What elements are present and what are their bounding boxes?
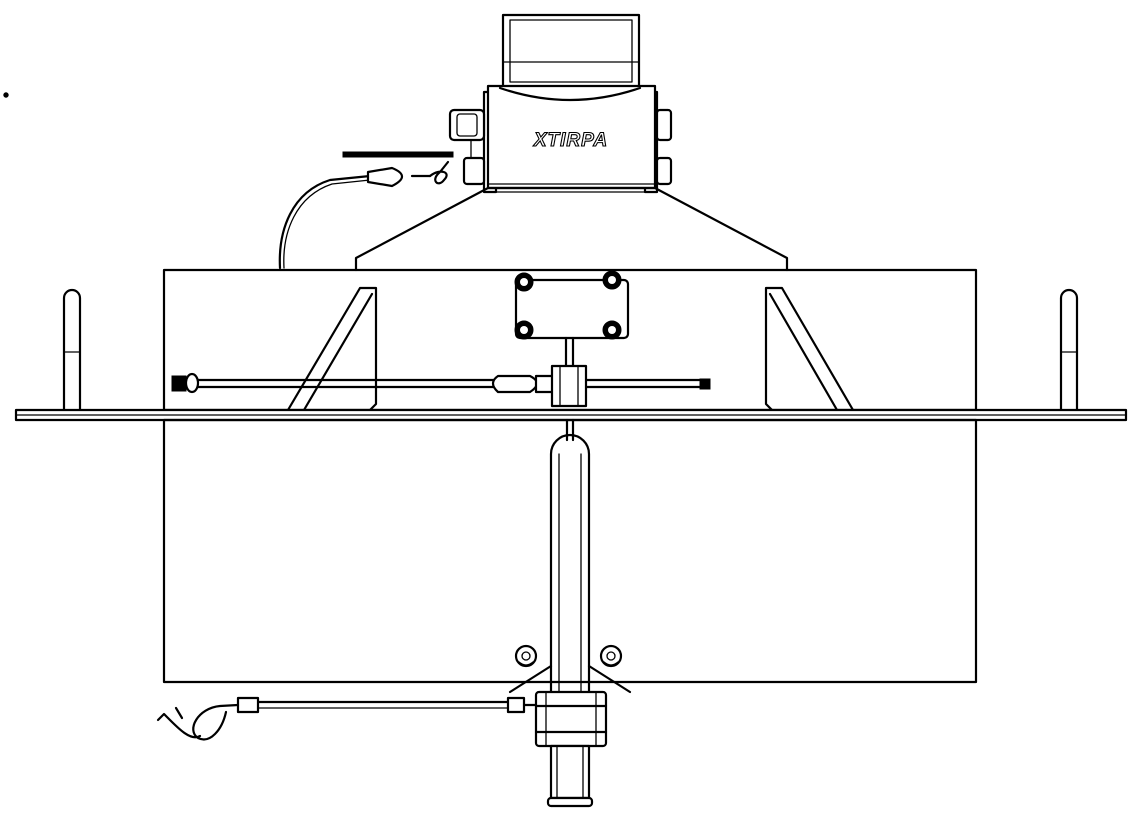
horizontal-pin	[171, 364, 711, 408]
corner-mark	[3, 92, 9, 98]
mount-bracket	[482, 84, 659, 194]
lower-cable	[156, 696, 538, 741]
motor-housing	[501, 13, 641, 89]
mounting-plate	[514, 270, 630, 368]
shaft-gusset	[508, 664, 632, 694]
brand-logo: XTIRPA	[533, 130, 608, 151]
bracket-bolts	[448, 108, 673, 186]
drive-shaft	[549, 418, 591, 694]
base-plate	[14, 408, 1128, 422]
lower-housing	[162, 418, 978, 684]
shaft-collar	[534, 690, 608, 748]
right-post	[1059, 288, 1079, 412]
hopper-hood	[354, 186, 789, 272]
top-cable	[278, 151, 454, 270]
left-brace	[286, 286, 378, 412]
shaft-tip	[546, 744, 594, 808]
right-brace	[764, 286, 855, 412]
lower-fasteners	[514, 644, 623, 668]
left-post	[62, 288, 82, 412]
